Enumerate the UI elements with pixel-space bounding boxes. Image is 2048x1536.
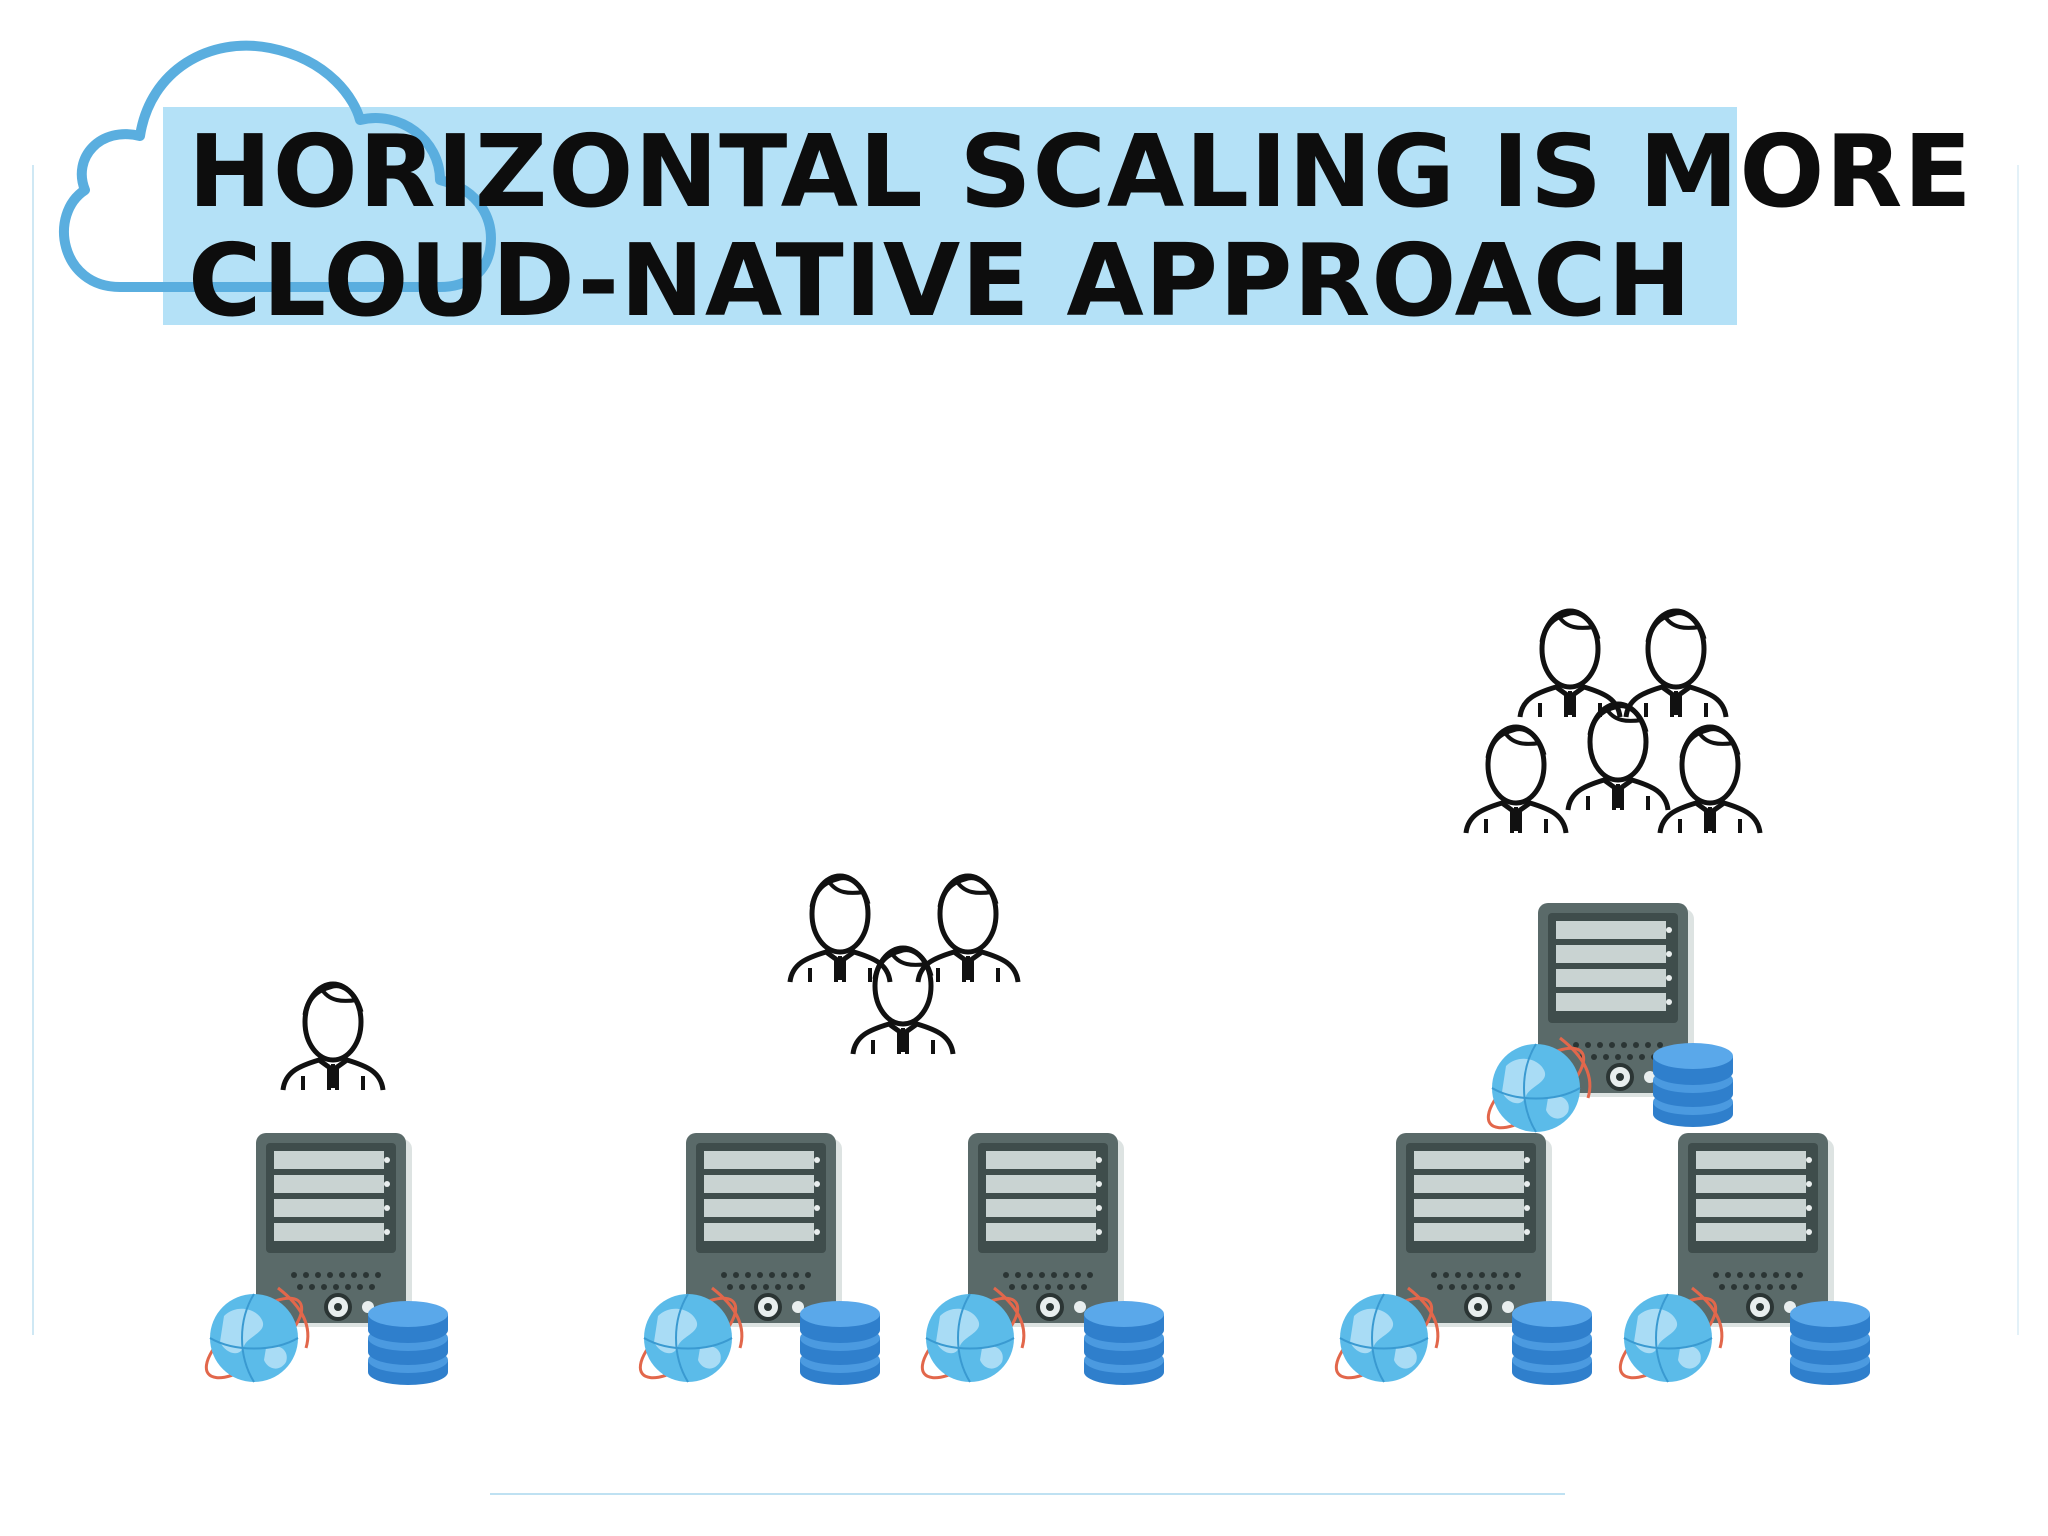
user-icon: [1660, 727, 1760, 833]
user-icon: [1626, 611, 1726, 717]
cloud-icon: [59, 40, 496, 292]
database-icon: [368, 1301, 448, 1385]
user-icon: [853, 948, 953, 1054]
server-icon: [966, 1131, 1126, 1329]
two-server-group: [627, 876, 1164, 1393]
slide-title-line-1: HORIZONTAL SCALING IS MORE: [188, 113, 1973, 230]
database-icon: [1512, 1301, 1592, 1385]
database-icon: [1653, 1043, 1733, 1127]
user-icon: [1568, 704, 1668, 810]
user-icon: [283, 984, 383, 1090]
user-icon: [790, 876, 890, 982]
server-icon: [254, 1131, 414, 1329]
user-icon: [918, 876, 1018, 982]
database-icon: [1790, 1301, 1870, 1385]
single-server-group: [193, 984, 448, 1393]
user-icon: [1520, 611, 1620, 717]
slide-title-line-2: CLOUD-NATIVE APPROACH: [188, 222, 1693, 339]
database-icon: [1084, 1301, 1164, 1385]
three-server-group: [1323, 611, 1870, 1393]
user-icon: [1466, 727, 1566, 833]
server-icon: [684, 1131, 844, 1329]
database-icon: [800, 1301, 880, 1385]
